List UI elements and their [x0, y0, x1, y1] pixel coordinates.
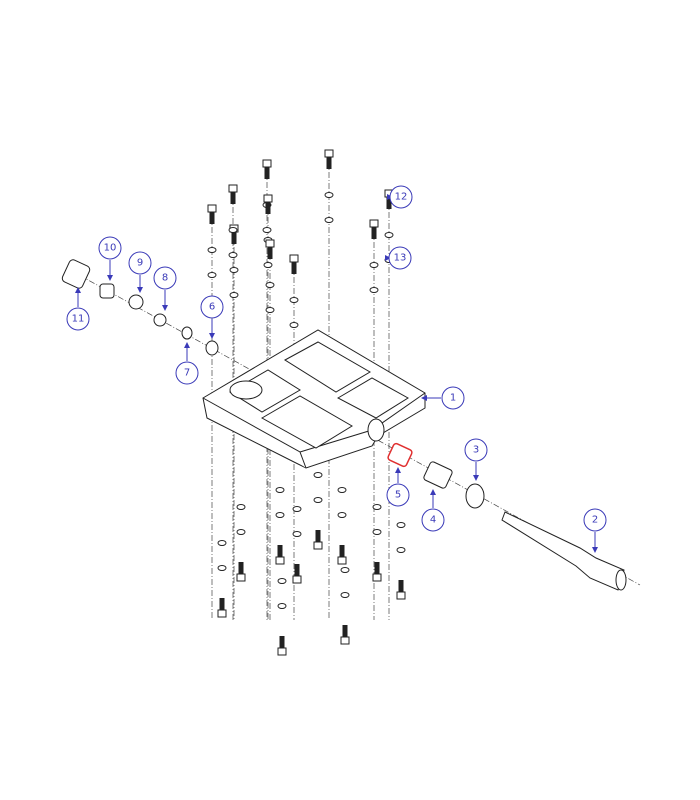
part-2-spindle: [501, 511, 625, 591]
screw: [263, 194, 273, 214]
screw: [207, 204, 217, 224]
washer: [265, 282, 275, 288]
callout-4: 4: [421, 489, 445, 532]
pedal-body: [202, 329, 426, 469]
screw: [396, 580, 406, 600]
callout-8: 8: [153, 266, 177, 311]
washer: [236, 529, 246, 535]
washer: [277, 603, 287, 609]
screw: [369, 219, 379, 239]
screw: [340, 625, 350, 645]
part-9-bearing: [128, 294, 144, 310]
callout-label: 2: [592, 515, 598, 526]
washer: [289, 297, 299, 303]
screw: [228, 184, 238, 204]
washer: [275, 487, 285, 493]
screw: [292, 564, 302, 584]
callout-12: 12: [387, 185, 413, 209]
screw: [217, 598, 227, 618]
washer: [372, 529, 382, 535]
washer: [372, 504, 382, 510]
washer: [396, 547, 406, 553]
washer: [292, 506, 302, 512]
washer: [263, 262, 273, 268]
washer: [340, 592, 350, 598]
washer: [292, 531, 302, 537]
washer: [207, 272, 217, 278]
part-6-washer: [205, 340, 219, 356]
callout-label: 8: [162, 273, 168, 284]
callout-9: 9: [128, 251, 152, 293]
washer: [384, 232, 394, 238]
washer: [369, 262, 379, 268]
washer: [265, 307, 275, 313]
callout-5: 5: [386, 467, 410, 507]
washer: [277, 578, 287, 584]
washer: [369, 287, 379, 293]
part-7-washer: [181, 326, 193, 340]
screw: [324, 149, 334, 169]
axle-parts: [61, 259, 627, 591]
part-11-nut: [61, 259, 91, 289]
callout-13: 13: [385, 246, 412, 270]
callout-7: 7: [175, 342, 199, 385]
part-5-bushing: [387, 442, 413, 468]
screw: [337, 545, 347, 565]
part-8-bearing: [153, 313, 167, 327]
washer: [229, 267, 239, 273]
washer: [229, 292, 239, 298]
washer: [313, 497, 323, 503]
washer: [262, 227, 272, 233]
callout-11: 11: [66, 287, 90, 331]
callout-label: 11: [72, 314, 85, 325]
washer: [289, 322, 299, 328]
callout-1: 1: [421, 386, 465, 410]
callout-label: 1: [450, 393, 456, 404]
screw: [372, 562, 382, 582]
screw: [265, 239, 275, 259]
washer: [337, 512, 347, 518]
screw: [313, 530, 323, 550]
callout-label: 10: [104, 243, 117, 254]
screw: [275, 545, 285, 565]
part-4-sleeve: [423, 461, 453, 489]
callout-label: 13: [394, 253, 407, 264]
screw: [236, 562, 246, 582]
callout-label: 6: [209, 302, 215, 313]
part-10-bushing: [99, 283, 115, 299]
washer: [337, 487, 347, 493]
washer: [340, 567, 350, 573]
screw: [262, 159, 272, 179]
washer: [228, 252, 238, 258]
washer: [324, 217, 334, 223]
callout-6: 6: [200, 295, 224, 339]
washer: [236, 504, 246, 510]
washer: [228, 227, 238, 233]
callout-label: 7: [184, 368, 190, 379]
washer: [217, 565, 227, 571]
screw: [277, 636, 287, 656]
washer: [324, 192, 334, 198]
screw: [289, 254, 299, 274]
washer: [217, 540, 227, 546]
callout-2: 2: [583, 508, 607, 553]
washer: [275, 512, 285, 518]
callout-3: 3: [464, 438, 488, 481]
callout-label: 5: [395, 490, 401, 501]
washer: [207, 247, 217, 253]
callout-label: 3: [473, 445, 479, 456]
callout-10: 10: [98, 236, 122, 281]
callout-label: 4: [430, 515, 436, 526]
part-3-seal: [465, 483, 485, 509]
washer: [396, 522, 406, 528]
washer: [313, 472, 323, 478]
callout-label: 12: [395, 192, 408, 203]
callout-label: 9: [137, 258, 143, 269]
screws-and-washers: [207, 149, 406, 656]
